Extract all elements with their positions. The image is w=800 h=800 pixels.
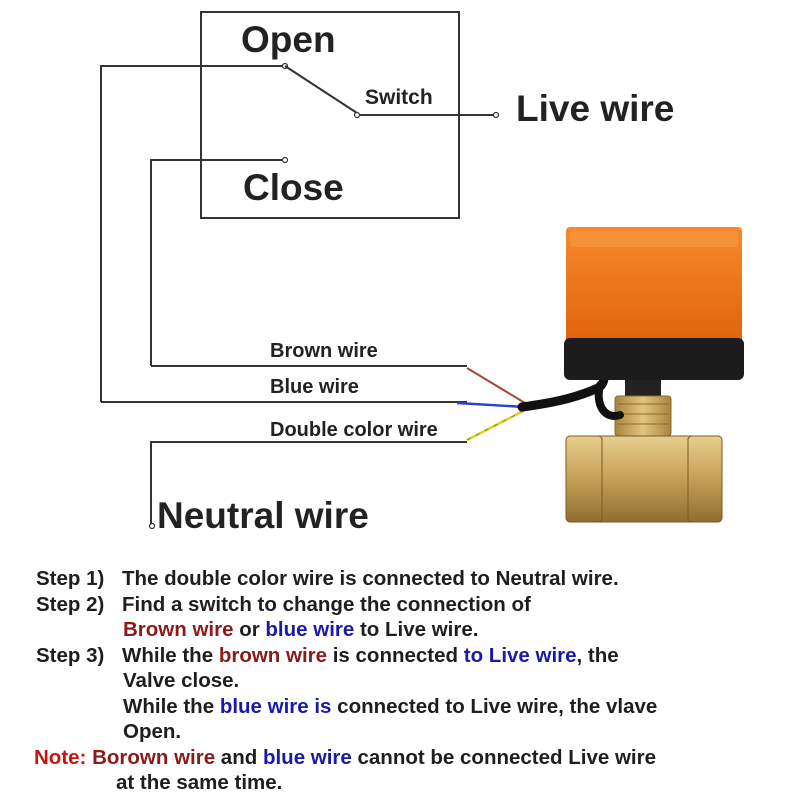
switch-pivot (353, 111, 361, 119)
step-2-brown-wire: Brown wire (123, 618, 234, 641)
double-color-wire-stripe (466, 409, 526, 441)
step-3-brown-wire: brown wire (218, 643, 328, 667)
step-2-line-1: Find a switch to change the connection o… (122, 592, 531, 616)
note-rest: cannot be connected Live wire (351, 745, 656, 769)
step-2-end: to Live wire. (354, 618, 479, 641)
blue-wire-end (456, 401, 526, 409)
wiring-diagram: Open Switch Live wire Close Brown wire B… (100, 11, 744, 536)
step-2-key: Step 2) (36, 592, 105, 616)
note-label: Note: (34, 745, 87, 769)
step-1: Step 1) The double color wire is connect… (36, 566, 796, 592)
brown-wire-line (150, 159, 284, 366)
step-1-text: The double color wire is connected to Ne… (122, 567, 619, 590)
live-wire-label: Live wire (516, 88, 674, 129)
note-brown-wire: Borown wire (92, 745, 216, 769)
valve-left-port (565, 435, 603, 523)
valve-right-port (687, 435, 723, 523)
valve-body (589, 435, 703, 523)
note-and: and (215, 745, 263, 769)
switch-label: Switch (365, 86, 433, 109)
brown-wire-label: Brown wire (270, 340, 378, 362)
step-3-key: Step 3) (36, 643, 105, 667)
open-label: Open (241, 19, 336, 60)
live-terminal (492, 111, 500, 119)
double-color-wire-label: Double color wire (270, 419, 438, 441)
instructions: Step 1) The double color wire is connect… (34, 566, 796, 796)
step-2-line-2: Brown wire or blue wire to Live wire. (36, 617, 796, 643)
step-2-or: or (233, 618, 266, 641)
close-terminal (281, 156, 289, 164)
note-blue-wire: blue wire (262, 745, 352, 769)
blue-wire-label: Blue wire (270, 376, 359, 398)
switch-lever (284, 65, 358, 114)
actuator-orange-cap-highlight (570, 231, 738, 247)
actuator-arm (594, 381, 624, 420)
step-1-key: Step 1) (36, 567, 105, 590)
step-2: Step 2) Find a switch to change the conn… (36, 592, 796, 618)
valve-stem-black (625, 380, 661, 398)
neutral-wire-line (150, 441, 467, 526)
step-3-e: connected to Live wire, the vlave (331, 694, 658, 718)
step-3-live-wire: to Live wire (463, 643, 577, 667)
neutral-terminal (148, 522, 156, 530)
blue-wire-line (100, 65, 284, 402)
step-3-blue-wire: blue wire is (219, 694, 332, 718)
close-label: Close (243, 167, 344, 208)
actuator-black-base (564, 338, 744, 380)
note-line-2: at the same time. (116, 771, 283, 794)
step-3-b: is connected (327, 643, 464, 667)
step-3-c: , the (576, 643, 619, 667)
step-3: Step 3) While the brown wire is connecte… (36, 643, 796, 669)
brown-wire-end (466, 367, 526, 404)
step-3-line-2: Valve close. (123, 669, 240, 692)
neutral-wire-label: Neutral wire (157, 495, 369, 536)
note-line-1: Note: Borown wire and blue wire cannot b… (34, 745, 796, 771)
step-3-line-3: While the blue wire is connected to Live… (36, 694, 796, 720)
step-3-d: While the (123, 694, 220, 718)
actuator-orange-cap (566, 227, 742, 345)
step-3-a: While the (122, 643, 219, 667)
step-2-blue-wire: blue wire (265, 618, 355, 641)
step-3-line-4: Open. (123, 720, 182, 743)
step-3-line-1: While the brown wire is connected to Liv… (122, 643, 619, 669)
